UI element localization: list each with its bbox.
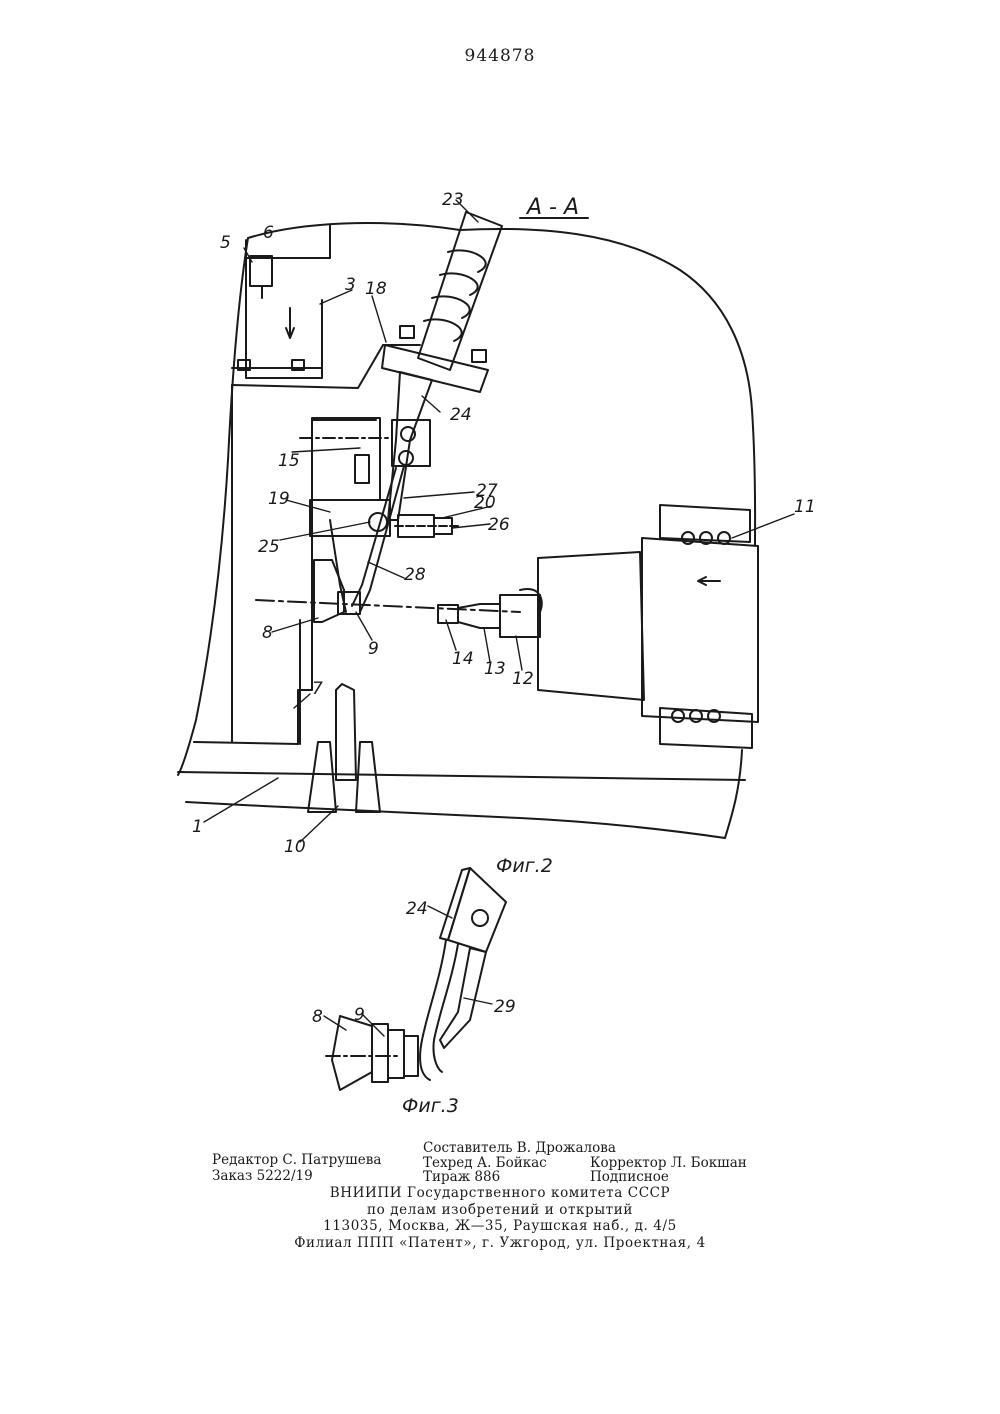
break-outline-right	[725, 750, 742, 838]
fig3-tip-9c	[404, 1036, 418, 1076]
fig3-label-8: 8	[312, 1007, 323, 1027]
break-outline-bottom	[186, 802, 725, 838]
pin-5	[250, 256, 272, 286]
base-step-line	[194, 742, 298, 744]
ball-4	[672, 710, 684, 722]
chuck-12	[500, 595, 540, 637]
section-label: A - A	[525, 195, 579, 220]
break-outline	[248, 223, 755, 545]
main-axis	[256, 600, 520, 612]
footer-circulation: Тираж 886	[423, 1169, 500, 1186]
label-12: 12	[512, 669, 534, 689]
label-3: 3	[345, 275, 356, 295]
label-11: 11	[794, 497, 816, 517]
fig3-leaders	[324, 906, 492, 1036]
base-plate-line	[178, 772, 745, 780]
org-line-1: ВНИИПИ Государственного комитета СССР	[200, 1185, 800, 1202]
ball-1	[682, 532, 694, 544]
label-10: 10	[284, 837, 306, 857]
figure-3-caption: Фиг.3	[402, 1095, 459, 1117]
fig3-part-8	[332, 1016, 372, 1090]
label-13: 13	[484, 659, 506, 679]
label-8: 8	[262, 623, 273, 643]
holder-13	[458, 604, 500, 628]
label-9: 9	[368, 639, 379, 659]
slide-3	[246, 240, 322, 378]
fig3-label-9: 9	[354, 1005, 365, 1025]
label-6: 6	[263, 223, 274, 243]
spring-27	[360, 466, 404, 612]
footer-organization: ВНИИПИ Государственного комитета СССР по…	[200, 1185, 800, 1251]
org-line-3: 113035, Москва, Ж—35, Раушская наб., д. …	[200, 1218, 800, 1235]
label-24: 24	[450, 405, 472, 425]
label-1: 1	[192, 817, 203, 837]
wheel-10	[336, 684, 356, 780]
fig3-lever-29	[440, 948, 486, 1048]
figure-3: 8 9 24 29 Фиг.3	[312, 868, 516, 1117]
footer-editor: Редактор С. Патрушева	[212, 1152, 381, 1169]
label-14: 14	[452, 649, 474, 669]
footer-order: Заказ 5222/19	[212, 1168, 313, 1185]
fig3-label-29: 29	[494, 997, 516, 1017]
label-26: 26	[488, 515, 510, 535]
break-outline-left	[178, 238, 248, 775]
fig3-spring-inner	[433, 944, 458, 1072]
label-19: 19	[268, 489, 290, 509]
carriage-11	[642, 538, 758, 722]
label-15: 15	[278, 451, 300, 471]
figure-2-caption: Фиг.2	[496, 855, 553, 877]
bracket-screw-2	[472, 350, 486, 362]
org-line-4: Филиал ППП «Патент», г. Ужгород, ул. Про…	[200, 1235, 800, 1252]
label-18: 18	[365, 279, 387, 299]
slot-15	[355, 455, 369, 483]
fig3-block-side	[440, 868, 470, 940]
footer-subscription: Подписное	[590, 1169, 669, 1186]
wheel-support-left	[308, 742, 336, 812]
spindle-housing	[538, 552, 644, 700]
ball-5	[690, 710, 702, 722]
org-line-2: по делам изобретений и открытий	[200, 1202, 800, 1219]
label-25: 25	[258, 537, 280, 557]
fig3-tip-9b	[388, 1030, 404, 1078]
guide-bottom	[660, 708, 752, 748]
fig3-screw	[472, 910, 488, 926]
fig3-label-24: 24	[406, 899, 428, 919]
label-28: 28	[404, 565, 426, 585]
label-7: 7	[312, 679, 323, 699]
rod-23	[418, 212, 502, 370]
label-20: 20	[474, 493, 496, 513]
label-5: 5	[220, 233, 231, 253]
ball-3	[718, 532, 730, 544]
column-top-edge	[232, 345, 420, 388]
bracket-screw-1	[400, 326, 414, 338]
wheel-support-right	[356, 742, 380, 812]
label-23: 23	[442, 190, 464, 210]
figure-2: 6 5 3 18 23 A - A 24 15 19 27 20 26 25 2…	[178, 190, 816, 877]
